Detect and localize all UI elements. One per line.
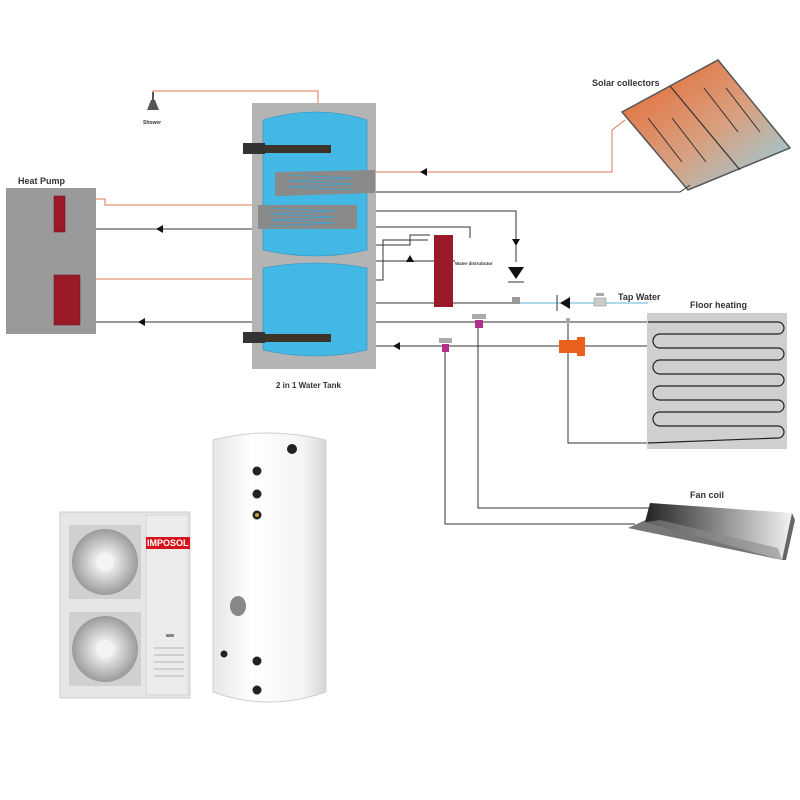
arrow-left-icon: [393, 342, 400, 350]
tap-valve-icon: [593, 293, 607, 307]
arrow-left-icon: [156, 225, 163, 233]
check-valve-icon: [508, 267, 524, 279]
water-tank: [243, 103, 376, 369]
pump-icon: [559, 337, 585, 356]
sensor-icon: [566, 318, 570, 323]
heat-pump-coil-upper: [53, 195, 66, 233]
heat-pump-box: [6, 188, 96, 334]
fan-coil-label: Fan coil: [690, 490, 724, 500]
solar-collectors: [620, 59, 792, 191]
solar-collectors-label: Solar collectors: [592, 78, 660, 88]
heat-pump-unit-photo: [59, 511, 191, 699]
hot-pipes: [62, 90, 626, 280]
fan-coil: [628, 503, 795, 560]
water-distributor-label: Water distrubutor: [455, 261, 493, 266]
floor-heating-label: Floor heating: [690, 300, 747, 310]
mixing-valve-icon: [512, 297, 520, 304]
shower-label: Shower: [143, 120, 161, 126]
zone-valve-icon: [472, 314, 486, 328]
brand-logo: IMPOSOL: [147, 538, 189, 548]
arrow-up-icon: [406, 255, 414, 262]
zone-valve-icon: [439, 338, 452, 352]
shower-icon: [147, 92, 159, 110]
tank-label: 2 in 1 Water Tank: [276, 381, 341, 390]
flow-arrows: [138, 168, 570, 350]
check-valve-icon: [560, 297, 570, 309]
water-distributor: [434, 235, 453, 307]
water-tank-photo: [212, 432, 327, 703]
heat-pump-label: Heat Pump: [18, 176, 66, 186]
tap-water-label: Tap Water: [618, 292, 661, 302]
arrow-left-icon: [138, 318, 145, 326]
heat-pump-coil-lower: [53, 274, 81, 326]
floor-heating: [647, 313, 787, 449]
arrow-down-icon: [512, 239, 520, 246]
arrow-left-icon: [420, 168, 427, 176]
